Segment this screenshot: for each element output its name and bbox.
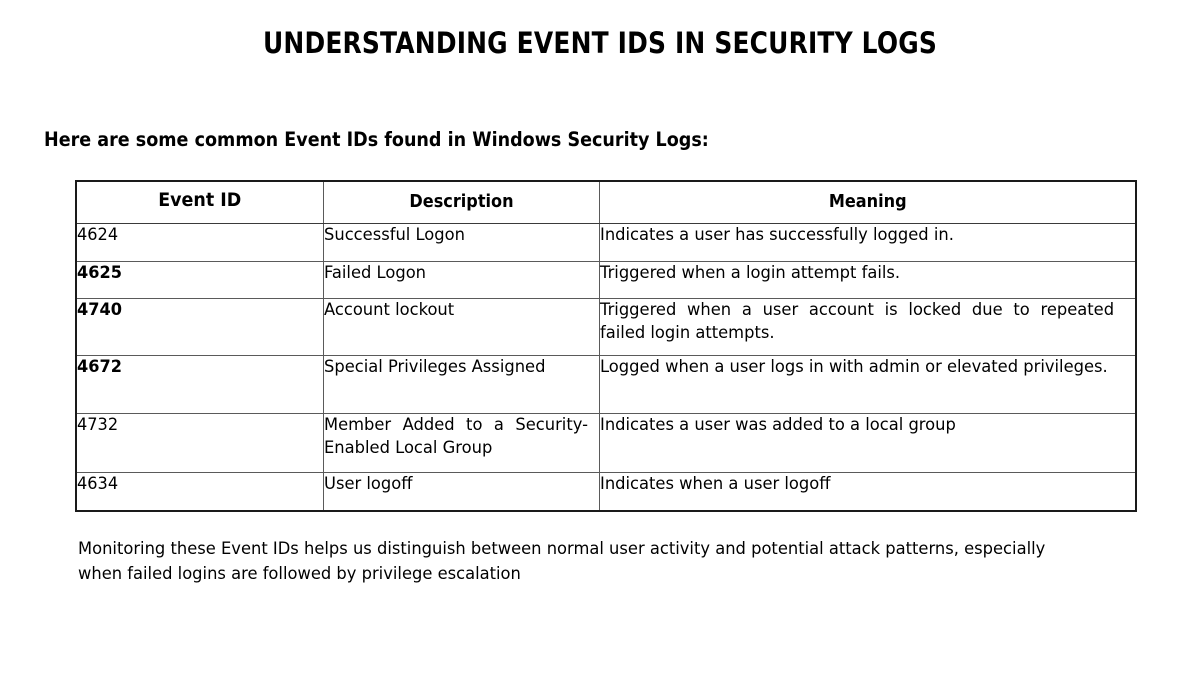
table-row: 4672 Special Privileges Assigned Logged … xyxy=(75,354,1137,414)
footer-note-text: Monitoring these Event IDs helps us dist… xyxy=(78,539,1046,584)
cell-meaning: Indicates a user was added to a local gr… xyxy=(598,412,1137,473)
cell-description-text: Successful Logon xyxy=(323,224,465,245)
cell-description-text: Special Privileges Assigned xyxy=(323,356,545,377)
cell-meaning-text: Triggered when a login attempt fails. xyxy=(599,262,900,283)
cell-description-text: Failed Logon xyxy=(323,262,426,283)
column-header-meaning: Meaning xyxy=(598,180,1137,224)
cell-event-id: 4625 xyxy=(75,260,324,299)
cell-meaning-text: Indicates a user has successfully logged… xyxy=(599,224,954,245)
cell-meaning-text: Indicates a user was added to a local gr… xyxy=(599,414,956,435)
table-header: Event ID Description Meaning xyxy=(75,180,1137,224)
cell-meaning: Indicates a user has successfully logged… xyxy=(598,222,1137,262)
cell-event-id: 4740 xyxy=(75,297,324,356)
cell-meaning: Indicates when a user logoff xyxy=(598,471,1137,511)
cell-description: Successful Logon xyxy=(322,222,600,262)
cell-meaning: Logged when a user logs in with admin or… xyxy=(598,354,1137,414)
cell-description: Special Privileges Assigned xyxy=(322,354,600,414)
cell-meaning: Triggered when a user account is locked … xyxy=(598,297,1137,356)
cell-event-id-text: 4634 xyxy=(77,473,119,494)
cell-event-id: 4624 xyxy=(75,222,324,262)
cell-event-id: 4732 xyxy=(75,412,324,473)
footer-note: Monitoring these Event IDs helps us dist… xyxy=(78,537,1126,587)
table-row: 4634 User logoff Indicates when a user l… xyxy=(75,471,1137,511)
column-header-meaning-label: Meaning xyxy=(828,192,907,212)
table-body: 4624 Successful Logon Indicates a user h… xyxy=(75,222,1137,511)
table-row: 4732 Member Added to a Security-Enabled … xyxy=(75,412,1137,473)
cell-meaning-text: Logged when a user logs in with admin or… xyxy=(599,356,1108,377)
cell-description-text: Member Added to a Security-Enabled Local… xyxy=(323,414,588,458)
cell-description: Member Added to a Security-Enabled Local… xyxy=(322,412,600,473)
cell-description: Failed Logon xyxy=(322,260,600,299)
table-row: 4624 Successful Logon Indicates a user h… xyxy=(75,222,1137,262)
column-header-event-id-label: Event ID xyxy=(158,189,242,211)
cell-event-id-text: 4624 xyxy=(77,224,119,245)
cell-event-id-text: 4740 xyxy=(77,299,122,320)
cell-description-text: Account lockout xyxy=(323,299,454,320)
lead-in-text: Here are some common Event IDs found in … xyxy=(44,128,709,151)
page-title: UNDERSTANDING EVENT IDS IN SECURITY LOGS xyxy=(262,26,937,60)
table-row: 4625 Failed Logon Triggered when a login… xyxy=(75,260,1137,299)
cell-meaning-text: Triggered when a user account is locked … xyxy=(599,299,1114,343)
column-header-event-id: Event ID xyxy=(75,180,324,224)
table-row: 4740 Account lockout Triggered when a us… xyxy=(75,297,1137,356)
table-header-row: Event ID Description Meaning xyxy=(75,180,1137,224)
event-id-table: Event ID Description Meaning 4624 Succes… xyxy=(75,180,1137,512)
cell-meaning-text: Indicates when a user logoff xyxy=(599,473,831,494)
cell-event-id-text: 4672 xyxy=(77,356,122,377)
column-header-description: Description xyxy=(322,180,600,224)
cell-description-text: User logoff xyxy=(323,473,413,494)
cell-meaning: Triggered when a login attempt fails. xyxy=(598,260,1137,299)
column-header-description-label: Description xyxy=(408,192,514,212)
cell-event-id: 4672 xyxy=(75,354,324,414)
cell-description: User logoff xyxy=(322,471,600,511)
cell-description: Account lockout xyxy=(322,297,600,356)
cell-event-id-text: 4625 xyxy=(77,262,122,283)
cell-event-id-text: 4732 xyxy=(77,414,119,435)
cell-event-id: 4634 xyxy=(75,471,324,511)
